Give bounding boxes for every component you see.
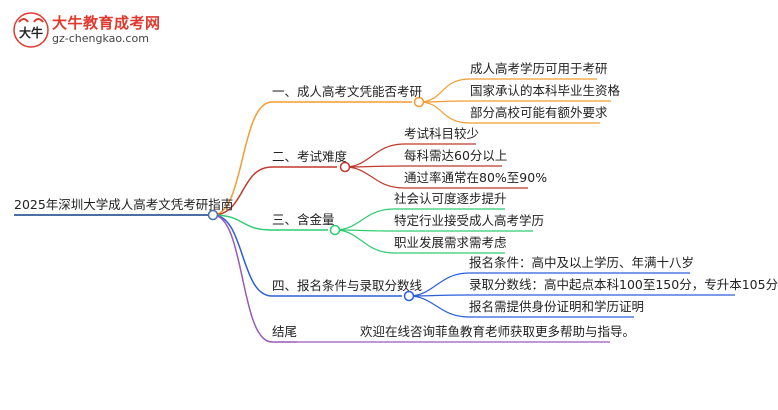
- leaf-connector-1-3: [418, 101, 471, 124]
- leaf-connector-2-3: [344, 166, 405, 189]
- leaf-connector-4-3: [408, 295, 470, 318]
- leaf-label-2-2: 每科需达60分以上: [404, 148, 508, 163]
- branch-connector-3: [212, 214, 273, 231]
- leaf-label-4-3: 报名需提供身份证明和学历证明: [469, 299, 645, 314]
- branch-label-1: 一、成人高考文凭能否考研: [272, 84, 423, 99]
- branch-node-1: [413, 96, 425, 108]
- bull-logo-icon: 大牛: [13, 12, 49, 48]
- branch-connector-2: [212, 166, 273, 216]
- root-topic: 2025年深圳大学成人高考文凭考研指南: [14, 197, 234, 212]
- logo-glyph: 大牛: [19, 25, 43, 40]
- leaf-label-2-1: 考试科目较少: [404, 126, 480, 141]
- root-node: [207, 209, 219, 221]
- leaf-label-1-3: 部分高校可能有额外要求: [470, 105, 608, 120]
- branch-connector-4: [212, 214, 273, 297]
- leaf-label-4-2: 录取分数线：高中起点本科100至150分，专升本105分: [469, 277, 778, 292]
- leaf-connector-2-1: [344, 143, 405, 168]
- site-logo[interactable]: 大牛 大牛教育成考网 gz-chengkao.com: [12, 10, 182, 50]
- leaf-connector-1-1: [418, 78, 471, 103]
- leaf-connector-4-1: [408, 272, 470, 297]
- branch-node-4: [403, 290, 415, 302]
- branch-label-3: 三、含金量: [272, 212, 335, 227]
- site-brand: 大牛教育成考网: [52, 14, 161, 32]
- leaf-connector-3-1: [334, 208, 395, 231]
- leaf-connector-3-3: [334, 229, 395, 254]
- leaf-label-3-2: 特定行业接受成人高考学历: [394, 213, 545, 228]
- branch-connector-1: [212, 101, 273, 216]
- branch-label-2: 二、考试难度: [272, 149, 348, 164]
- leaf-label-3-1: 社会认可度逐步提升: [394, 191, 507, 206]
- branch-label-5: 结尾: [272, 324, 298, 339]
- site-url: gz-chengkao.com: [52, 32, 149, 45]
- leaf-label-2-3: 通过率通常在80%至90%: [404, 170, 548, 185]
- mindmap-canvas: [14, 78, 735, 343]
- leaf-label-4-1: 报名条件：高中及以上学历、年满十八岁: [469, 255, 695, 270]
- leaf-label-1-2: 国家承认的本科毕业生资格: [470, 83, 621, 98]
- branch-node-3: [329, 224, 341, 236]
- leaf-label-5-1: 欢迎在线咨询菲鱼教育老师获取更多帮助与指导。: [360, 324, 636, 339]
- leaf-label-3-3: 职业发展需求需考虑: [394, 235, 507, 250]
- branch-node-2: [339, 161, 351, 173]
- branch-label-4: 四、报名条件与录取分数线: [272, 278, 423, 293]
- branch-connector-5: [212, 214, 273, 343]
- leaf-label-1-1: 成人高考学历可用于考研: [470, 61, 608, 76]
